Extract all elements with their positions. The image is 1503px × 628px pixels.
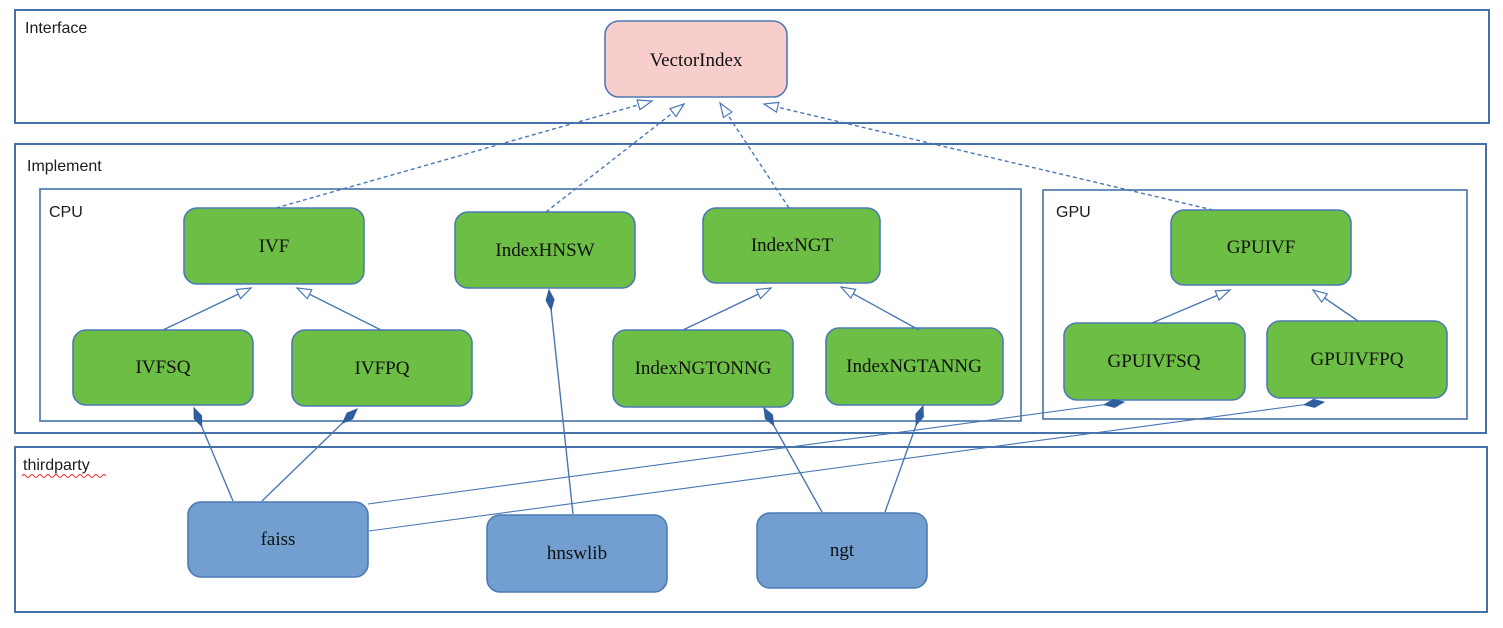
node-gpuivfpq[interactable]: GPUIVFPQ xyxy=(1266,320,1448,399)
node-indexngt-label: IndexNGT xyxy=(751,235,834,256)
node-indexhnsw-box[interactable] xyxy=(454,211,636,289)
node-ivfpq-box[interactable] xyxy=(291,329,473,407)
node-ivfsq[interactable]: IVFSQ xyxy=(72,329,254,406)
node-ivfpq-label: IVFPQ xyxy=(355,358,410,379)
edge-ivf-vectorindex[interactable] xyxy=(275,99,654,209)
node-faiss-label: faiss xyxy=(261,529,296,550)
node-indexngtanng[interactable]: IndexNGTANNG xyxy=(825,327,1004,406)
node-gpuivfpq-label: GPUIVFPQ xyxy=(1311,349,1404,370)
node-vectorindex-label: VectorIndex xyxy=(650,50,743,71)
node-ivf-box[interactable] xyxy=(183,207,365,285)
node-indexngtonng-box[interactable] xyxy=(612,329,794,408)
node-hnswlib-label: hnswlib xyxy=(547,543,607,564)
node-ivf-label: IVF xyxy=(259,236,290,257)
node-ivfsq-label: IVFSQ xyxy=(136,357,191,378)
node-indexngt[interactable]: IndexNGT xyxy=(702,207,881,284)
edge-indexngtanng-indexngt[interactable] xyxy=(839,286,920,331)
node-indexngtonng[interactable]: IndexNGTONNG xyxy=(612,329,794,408)
node-gpuivfsq-box[interactable] xyxy=(1063,322,1246,401)
implement-container-label: Implement xyxy=(27,158,102,175)
node-hnswlib[interactable]: hnswlib xyxy=(486,514,668,593)
spellcheck-underline xyxy=(21,473,107,479)
gpu-container-label: GPU xyxy=(1056,204,1091,221)
edge-indexngtonng-indexngt[interactable] xyxy=(682,287,773,331)
edge-gpuivfsq-gpuivf[interactable] xyxy=(1151,289,1232,324)
node-indexngtonng-label: IndexNGTONNG xyxy=(635,358,772,379)
edge-ivfpq-ivf[interactable] xyxy=(295,287,382,331)
node-indexhnsw[interactable]: IndexHNSW xyxy=(454,211,636,289)
node-ngt-label: ngt xyxy=(830,540,855,561)
node-gpuivfsq[interactable]: GPUIVFSQ xyxy=(1063,322,1246,401)
node-faiss[interactable]: faiss xyxy=(187,501,369,578)
interface-container-label: Interface xyxy=(25,20,87,37)
edge-indexhnsw-vectorindex[interactable] xyxy=(545,102,686,213)
node-ivfpq[interactable]: IVFPQ xyxy=(291,329,473,407)
node-vectorindex[interactable]: VectorIndex xyxy=(604,20,788,98)
edge-faiss-ivfsq[interactable] xyxy=(193,406,234,502)
edge-gpuivfpq-gpuivf[interactable] xyxy=(1311,288,1359,322)
edge-faiss-gpuivfpq[interactable] xyxy=(368,398,1326,532)
thirdparty-container-label: thirdparty xyxy=(23,457,90,474)
node-gpuivf-box[interactable] xyxy=(1170,209,1352,286)
node-vectorindex-box[interactable] xyxy=(604,20,788,98)
node-faiss-box[interactable] xyxy=(187,501,369,578)
edge-ngt-indexngtonng[interactable] xyxy=(763,406,823,513)
edge-faiss-ivfpq[interactable] xyxy=(261,408,358,502)
node-indexngtanng-label: IndexNGTANNG xyxy=(846,356,982,377)
node-ngt-box[interactable] xyxy=(756,512,928,589)
cpu-container-label: CPU xyxy=(49,204,83,221)
node-gpuivf-label: GPUIVF xyxy=(1227,237,1296,258)
node-hnswlib-box[interactable] xyxy=(486,514,668,593)
node-ivf[interactable]: IVF xyxy=(183,207,365,285)
node-ngt[interactable]: ngt xyxy=(756,512,928,589)
edge-faiss-gpuivfsq[interactable] xyxy=(367,398,1126,505)
node-indexhnsw-label: IndexHNSW xyxy=(495,240,594,261)
edge-ivfsq-ivf[interactable] xyxy=(162,287,253,331)
node-gpuivfsq-label: GPUIVFSQ xyxy=(1108,351,1201,372)
node-gpuivf[interactable]: GPUIVF xyxy=(1170,209,1352,286)
node-indexngt-box[interactable] xyxy=(702,207,881,284)
